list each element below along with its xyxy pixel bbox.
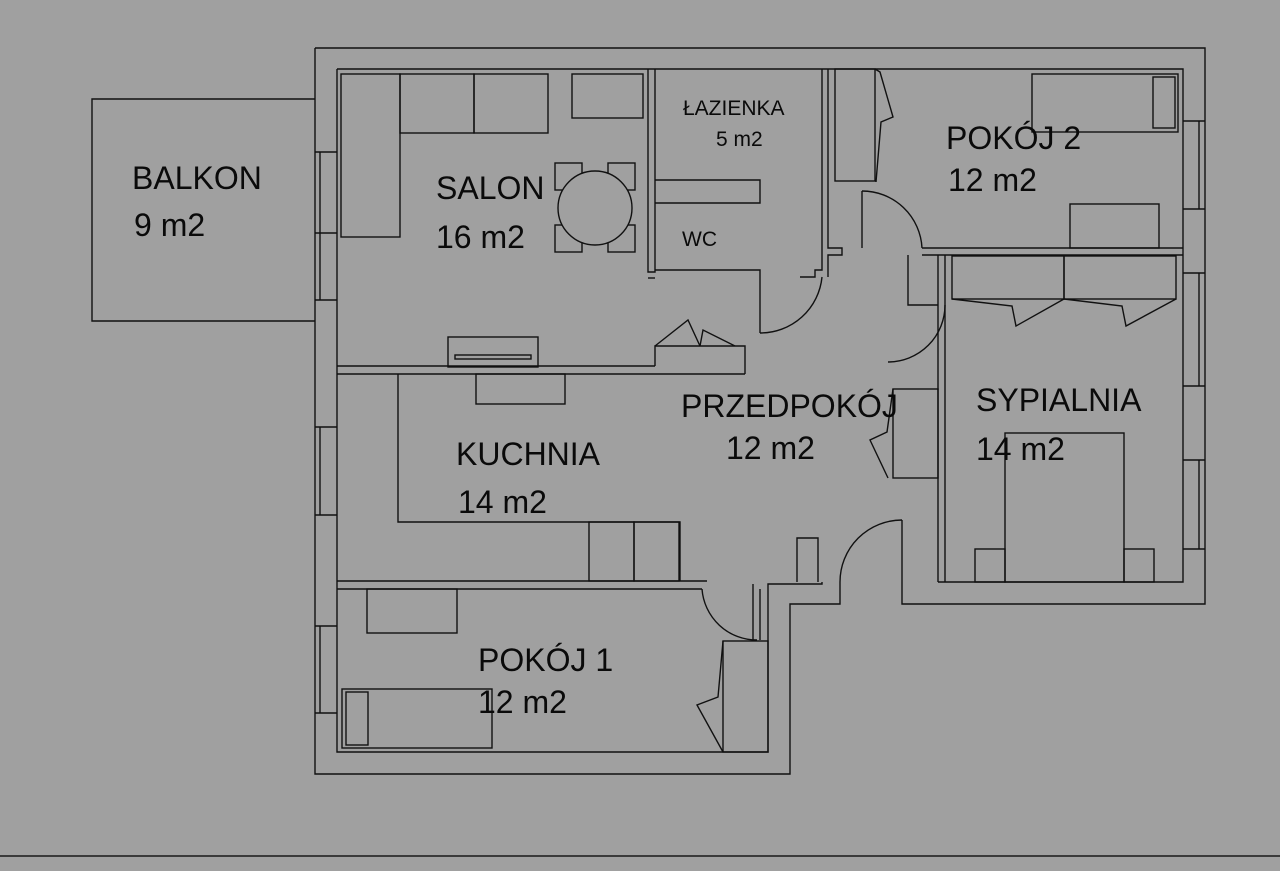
room-name-wc: WC	[682, 228, 717, 251]
room-name-salon: SALON	[436, 170, 544, 206]
room-labels: BALKON 9 m2 SALON 16 m2 ŁAZIENKA 5 m2 WC…	[132, 97, 1142, 720]
room-area-lazienka: 5 m2	[716, 128, 763, 151]
room-area-przedpokoj: 12 m2	[726, 430, 815, 466]
doors	[701, 190, 946, 641]
door-pokoj1	[701, 588, 758, 641]
room-area-sypialnia: 14 m2	[976, 431, 1065, 467]
room-area-salon: 16 m2	[436, 219, 525, 255]
pokoj1-furniture	[341, 588, 769, 753]
kuchnia-furniture	[397, 373, 681, 582]
room-area-pokoj1: 12 m2	[478, 684, 567, 720]
room-area-pokoj2: 12 m2	[948, 162, 1037, 198]
door-pokoj2	[861, 190, 923, 249]
pokoj2-furniture	[834, 68, 1179, 249]
salon-furniture	[340, 73, 746, 374]
room-name-sypialnia: SYPIALNIA	[976, 382, 1142, 418]
sypialnia-furniture	[869, 255, 1177, 583]
door-sypialnia	[887, 304, 946, 363]
room-name-pokoj1: POKÓJ 1	[478, 642, 613, 678]
room-name-pokoj2: POKÓJ 2	[946, 120, 1081, 156]
room-name-kuchnia: KUCHNIA	[456, 436, 601, 472]
room-area-balkon: 9 m2	[134, 207, 205, 243]
windows-right	[1183, 120, 1205, 550]
door-entry	[839, 519, 903, 583]
room-name-przedpokoj: PRZEDPOKÓJ	[681, 388, 898, 424]
balcony	[91, 98, 315, 322]
viewer-bottom-divider	[0, 855, 1280, 857]
windows-left	[315, 151, 337, 714]
room-name-balkon: BALKON	[132, 160, 262, 196]
door-bathroom	[759, 276, 823, 334]
room-area-kuchnia: 14 m2	[458, 484, 547, 520]
room-name-lazienka: ŁAZIENKA	[683, 97, 785, 120]
